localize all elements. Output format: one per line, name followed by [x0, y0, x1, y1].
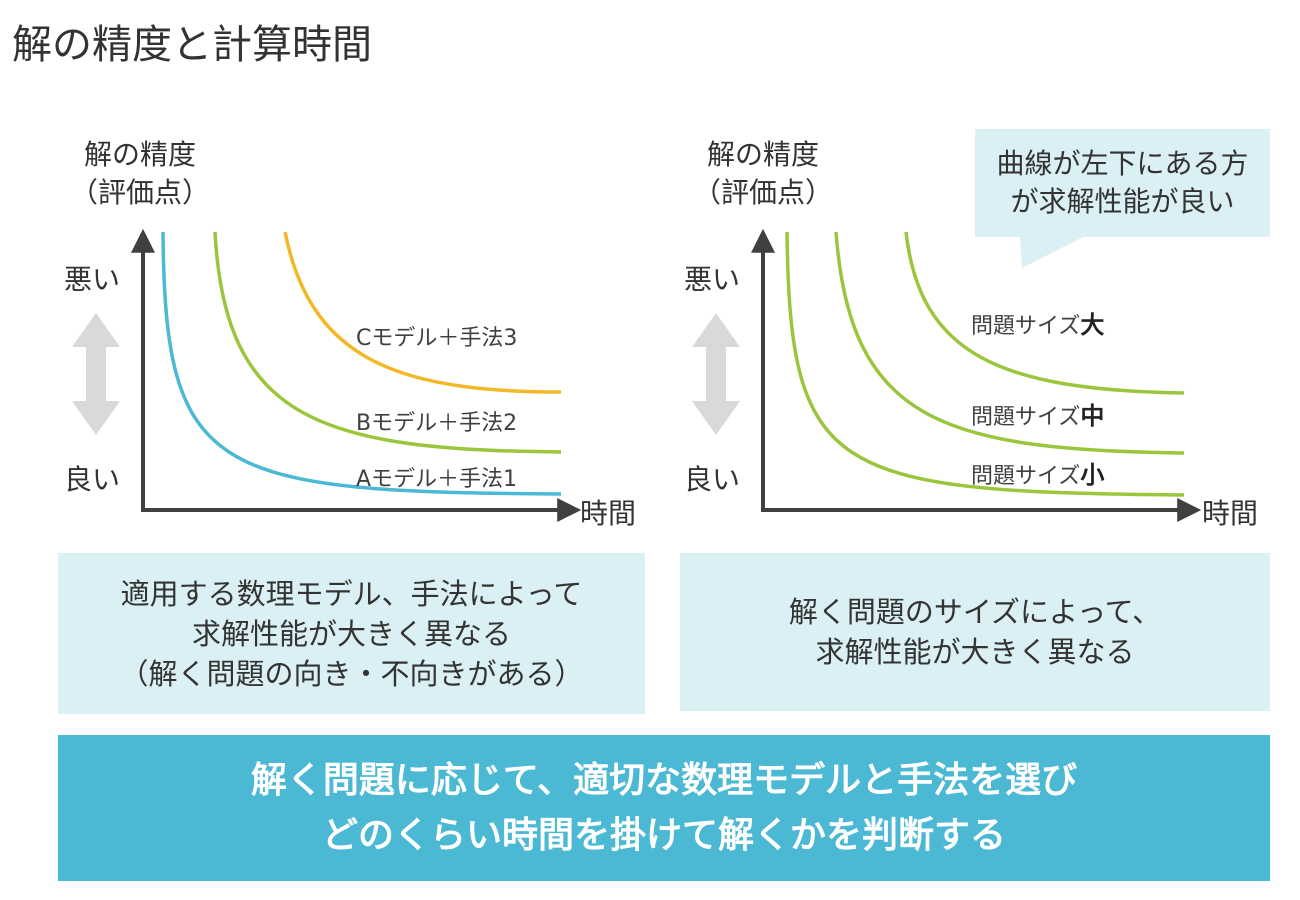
right-description-line2: 求解性能が大きく異なる: [815, 635, 1135, 669]
right-y-axis-title-line2: （評価点）: [692, 176, 833, 209]
right-curve-small-label-size: 小: [1080, 461, 1104, 489]
right-good-bad-arrow: [692, 313, 740, 435]
right-x-axis-label: 時間: [1202, 497, 1259, 530]
right-good-label: 良い: [684, 463, 741, 496]
right-curve-small-label-prefix: 問題サイズ: [971, 464, 1080, 489]
right-curve-large-label: 問題サイズ大: [971, 311, 1104, 339]
right-y-axis-title-line1: 解の精度: [706, 138, 819, 171]
left-curve-c-label: Cモデル＋手法3: [356, 326, 517, 351]
right-curve-small-label: 問題サイズ小: [971, 461, 1104, 489]
right-curve-medium-label-size: 中: [1080, 402, 1104, 430]
left-description-line1: 適用する数理モデル、手法によって: [120, 576, 583, 611]
right-curve-large-label-size: 大: [1080, 311, 1104, 339]
page-title: 解の精度と計算時間: [12, 22, 372, 68]
right-curve-medium-label-prefix: 問題サイズ: [971, 405, 1080, 430]
left-x-axis-label: 時間: [580, 497, 637, 530]
conclusion-line1: 解く問題に応じて、適切な数理モデルと手法を選び: [250, 760, 1078, 801]
left-good-label: 良い: [64, 463, 121, 496]
left-description-line3: （解く問題の向き・不向きがある）: [119, 656, 584, 691]
right-curve-large: [904, 231, 1185, 395]
callout-line2: が求解性能が良い: [1010, 185, 1235, 218]
left-curve-a-label: Aモデル＋手法1: [356, 467, 517, 492]
left-y-axis-title: 解の精度 （評価点）: [60, 136, 220, 212]
right-curve-medium: [834, 231, 1185, 455]
right-description-line1: 解く問題のサイズによって、: [788, 595, 1162, 629]
left-bad-label: 悪い: [64, 263, 121, 296]
left-curve-b: [213, 231, 562, 454]
left-curve-c: [283, 231, 562, 394]
right-curve-medium-label: 問題サイズ中: [971, 402, 1104, 430]
left-y-axis-title-line1: 解の精度: [83, 138, 196, 171]
callout-line1: 曲線が左下にある方: [996, 147, 1249, 180]
left-good-bad-arrow: [72, 313, 120, 435]
left-curve-b-label: Bモデル＋手法2: [356, 411, 517, 436]
left-description-box: 適用する数理モデル、手法によって 求解性能が大きく異なる （解く問題の向き・不向…: [58, 553, 645, 714]
right-bad-label: 悪い: [684, 263, 741, 296]
right-curve-large-label-prefix: 問題サイズ: [971, 314, 1080, 339]
left-y-axis-title-line2: （評価点）: [69, 176, 210, 209]
right-description-box: 解く問題のサイズによって、 求解性能が大きく異なる: [680, 553, 1270, 711]
conclusion-line2: どのくらい時間を掛けて解くかを判断する: [321, 815, 1006, 856]
left-description-line2: 求解性能が大きく異なる: [191, 616, 511, 651]
left-curve-a: [161, 231, 562, 496]
right-y-axis-title: 解の精度 （評価点）: [683, 136, 843, 212]
right-curve-small: [785, 231, 1185, 497]
callout-tail: [1020, 236, 1085, 268]
conclusion-banner: 解く問題に応じて、適切な数理モデルと手法を選び どのくらい時間を掛けて解くかを判…: [58, 735, 1270, 881]
callout-bubble: 曲線が左下にある方 が求解性能が良い: [975, 129, 1270, 237]
